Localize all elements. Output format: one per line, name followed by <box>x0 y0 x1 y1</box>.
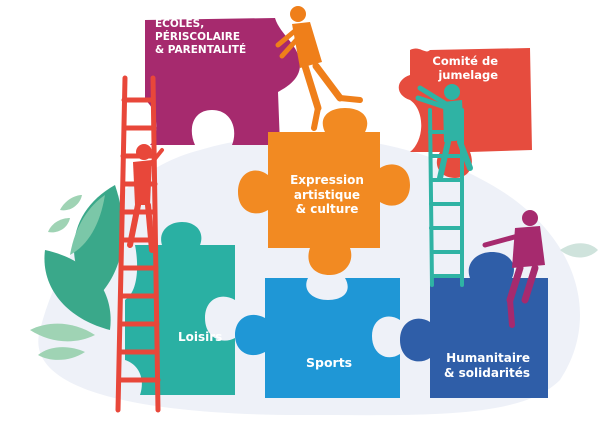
label-ecoles-line-1: ÉCOLES, <box>155 18 205 30</box>
puzzle-piece-ecoles <box>145 18 300 145</box>
person-climbing-red-ladder-figure <box>127 144 164 253</box>
label-sports: Sports <box>306 355 352 370</box>
label-comite-line-1: Comité de <box>432 54 498 68</box>
label-ecoles-line-3: & PARENTALITÉ <box>155 43 247 56</box>
person-teal-figure <box>415 84 473 181</box>
label-sports-line-1: Sports <box>306 355 353 370</box>
label-expression-line-1: Expression <box>290 173 364 187</box>
puzzle-piece-expression <box>238 108 410 275</box>
label-loisirs: Loisirs <box>178 330 222 345</box>
label-humanitaire-line-1: Humanitaire <box>446 351 530 365</box>
person-purple-figure <box>482 210 545 328</box>
label-loisirs-line-1: Loisirs <box>178 330 223 344</box>
label-expression: Expression artistique & culture <box>271 173 383 217</box>
label-expression-line-3: & culture <box>295 202 359 217</box>
label-humanitaire-line-2: & solidarités <box>444 365 530 380</box>
label-comite: Comité de jumelage <box>432 54 498 82</box>
person-orange-figure <box>275 6 363 131</box>
label-ecoles-line-2: PÉRISCOLAIRE <box>155 30 241 43</box>
label-humanitaire: Humanitaire & solidarités <box>444 351 530 380</box>
label-expression-line-2: artistique <box>293 187 361 202</box>
label-ecoles: ÉCOLES, PÉRISCOLAIRE & PARENTALITÉ <box>155 18 246 56</box>
puzzle-piece-sports <box>235 278 400 398</box>
label-comite-line-2: jumelage <box>438 68 498 83</box>
leaves-decoration <box>30 185 598 360</box>
